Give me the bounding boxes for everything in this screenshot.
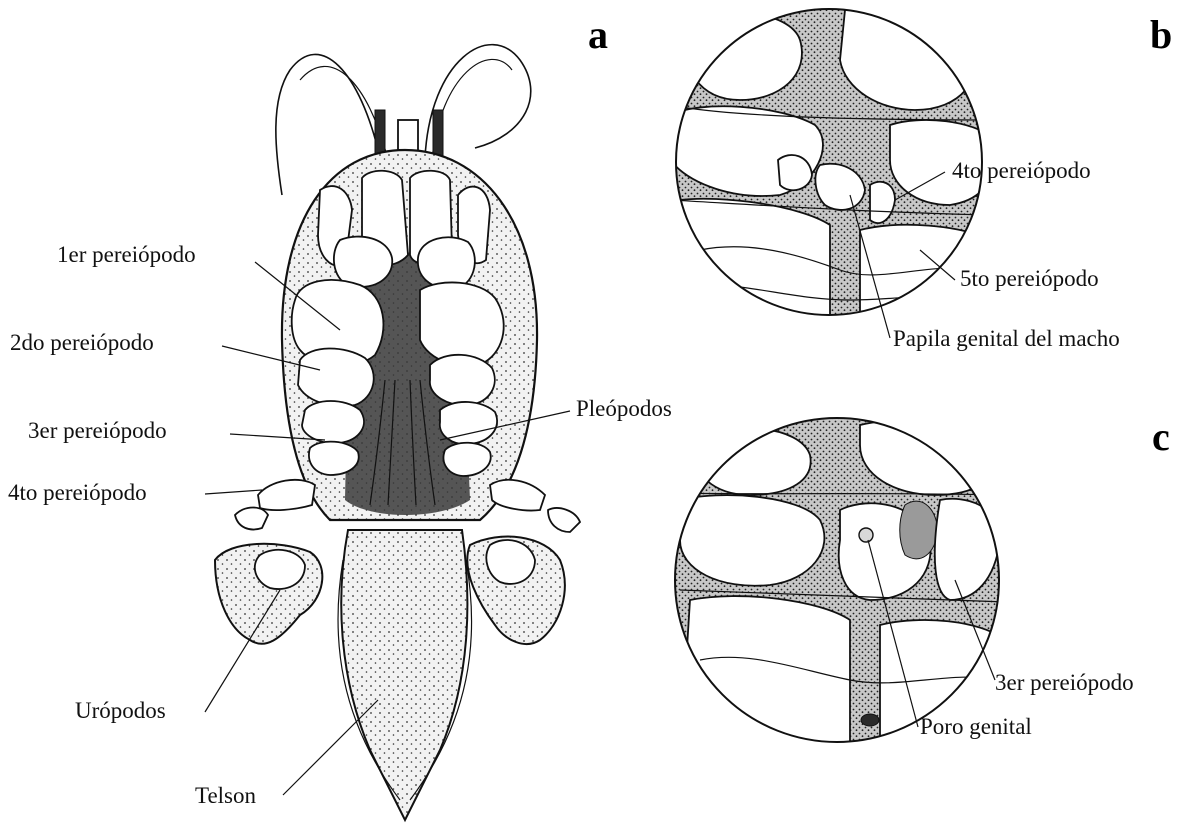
label-2do-pereiopodo: 2do pereiópodo bbox=[10, 330, 154, 355]
label-b-4to-pereiopodo: 4to pereiópodo bbox=[952, 158, 1091, 183]
label-c-poro-genital: Poro genital bbox=[920, 714, 1032, 739]
label-1er-pereiopodo: 1er pereiópodo bbox=[57, 242, 196, 267]
label-3er-pereiopodo: 3er pereiópodo bbox=[28, 418, 167, 443]
detail-circle-male bbox=[670, 0, 996, 330]
label-4to-pereiopodo: 4to pereiópodo bbox=[8, 480, 147, 505]
detail-circle-female bbox=[670, 415, 1010, 760]
panel-label-c: c bbox=[1152, 414, 1170, 459]
label-pleopodos: Pleópodos bbox=[576, 396, 672, 421]
label-uropodos: Urópodos bbox=[75, 698, 166, 723]
label-b-5to-pereiopodo: 5to pereiópodo bbox=[960, 266, 1099, 291]
panel-label-a: a bbox=[588, 12, 608, 57]
leader-p4 bbox=[205, 490, 262, 494]
label-c-3er-pereiopodo: 3er pereiópodo bbox=[995, 670, 1134, 695]
label-b-papila-genital: Papila genital del macho bbox=[893, 326, 1120, 351]
panel-label-b: b bbox=[1150, 12, 1172, 57]
leader-telson bbox=[283, 700, 378, 795]
animal-drawing bbox=[215, 45, 580, 820]
label-telson: Telson bbox=[195, 783, 256, 808]
telson bbox=[341, 530, 467, 820]
